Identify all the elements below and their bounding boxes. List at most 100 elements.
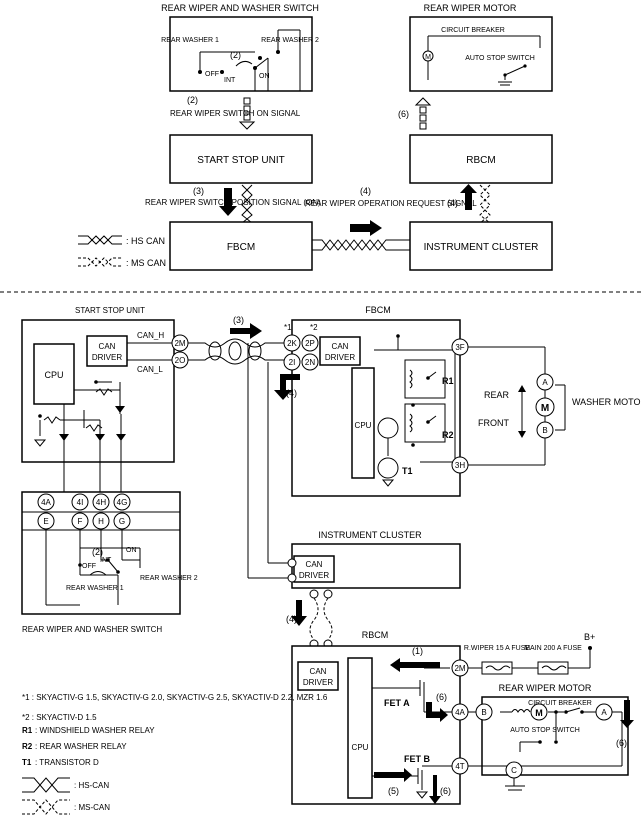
note-t1-key: T1	[22, 758, 32, 767]
switch-step2: (2)	[92, 547, 103, 557]
fuse-circuit	[468, 646, 592, 675]
top-motor-step6: (6)	[398, 109, 409, 119]
note-ms-can: : MS-CAN	[74, 803, 110, 812]
top-start-stop-box	[169, 134, 313, 184]
top-step4: (4)	[360, 186, 371, 196]
washer-rear-label: REAR	[484, 390, 510, 400]
fbcm-relay-circuit	[374, 334, 456, 487]
washer-front-label: FRONT	[478, 418, 509, 428]
rbcm-fet-a-label: FET A	[384, 698, 410, 708]
svg-text:M: M	[425, 54, 431, 61]
ssu-can-l: CAN_L	[137, 365, 163, 374]
ic-can-driver-label: CAN	[306, 560, 323, 569]
top-switch-on-signal: REAR WIPER SWITCH ON SIGNAL	[170, 109, 301, 118]
pin-4a-switch	[37, 493, 55, 511]
pin-3h-label: 3H	[455, 461, 465, 470]
rbcm-cpu-label: CPU	[352, 743, 369, 752]
top-rear-motor-box	[409, 16, 553, 92]
washer-pin-b	[536, 421, 554, 439]
rwm-title: REAR WIPER MOTOR	[499, 683, 592, 693]
pin-4i	[71, 493, 89, 511]
ic-title: INSTRUMENT CLUSTER	[318, 530, 422, 540]
rbcm-can-driver-label-2: DRIVER	[303, 678, 333, 687]
rbcm-cpu	[347, 657, 373, 799]
note-r1: : WINDSHIELD WASHER RELAY	[35, 726, 155, 735]
pin-4h	[92, 493, 110, 511]
bottom-step1-arrow	[390, 658, 440, 672]
ssu-can-driver	[86, 335, 128, 367]
ssu-can-driver-label: CAN	[99, 342, 116, 351]
bottom-step4-fbcm: (4)	[286, 388, 297, 398]
fbcm-t1: T1	[402, 466, 413, 476]
ssu-cpu-label: CPU	[44, 370, 63, 380]
switch-off: OFF	[82, 563, 96, 570]
bottom-step5: (5)	[388, 786, 399, 796]
note-star1: *1 : SKYACTIV-G 1.5, SKYACTIV-G 2.0, SKY…	[22, 693, 328, 702]
rbcm-title: RBCM	[362, 630, 389, 640]
ic-can-driver-label-2: DRIVER	[299, 571, 329, 580]
washer-motor-label: WASHER MOTOR	[572, 397, 641, 407]
fbcm-cpu-label: CPU	[355, 421, 372, 430]
top-step3-arrow	[219, 188, 237, 216]
pin-3f-label: 3F	[455, 343, 464, 352]
top-motor-signal-arrow	[414, 97, 432, 130]
top-rear-switch-box	[169, 16, 313, 92]
fbcm-can-driver-label-2: DRIVER	[325, 353, 355, 362]
pin-g-label: G	[119, 517, 125, 526]
top-switch-position-signal: REAR WIPER SWITCH POSITION SIGNAL (ON)	[145, 198, 321, 207]
top-fbcm-box	[169, 221, 313, 271]
note-star2: *2 : SKYACTIV-D 1.5	[22, 713, 97, 722]
top-off-label: OFF	[205, 71, 219, 78]
pin-4a-switch-label: 4A	[41, 498, 51, 507]
bottom-step6-rwm: (6)	[616, 738, 627, 748]
pin-2k	[283, 334, 301, 352]
pin-4g-label: 4G	[117, 498, 128, 507]
switch-rear-washer-1: REAR WASHER 1	[66, 585, 124, 592]
bottom-step4-rbcm: (4)	[286, 614, 297, 624]
fuse-rwiper-label: R.WIPER 15 A FUSE	[464, 645, 530, 652]
top-legend-hs	[78, 235, 122, 245]
pin-f-label: F	[78, 517, 83, 526]
top-ic-label: INSTRUMENT CLUSTER	[424, 242, 539, 253]
rwm-pin-a-label: A	[601, 708, 607, 717]
rwm-pin-c	[505, 761, 523, 779]
fbcm-can-driver	[319, 336, 361, 366]
switch-on: ON	[126, 547, 137, 554]
switch-rear-washer-2: REAR WASHER 2	[140, 575, 198, 582]
fbcm-cpu	[351, 367, 375, 479]
fuse-main-label: MAIN 200 A FUSE	[524, 645, 582, 652]
bottom-step6-b: (6)	[440, 786, 451, 796]
bottom-step3: (3)	[233, 315, 244, 325]
fbcm-star2: *2	[310, 323, 318, 332]
ic-pin-1	[287, 558, 297, 568]
ssu-internal-circuit	[33, 380, 126, 500]
ssu-cpu	[33, 343, 75, 405]
bottom-step6-arrow-a	[426, 702, 448, 722]
pin-e-label: E	[43, 517, 48, 526]
rwm-auto-stop: AUTO STOP SWITCH	[510, 727, 580, 734]
pin-4a-rbcm-label: 4A	[455, 708, 465, 717]
pin-4t-label: 4T	[455, 762, 464, 771]
top-rbcm-box	[409, 134, 553, 184]
pin-2i-label: 2I	[289, 358, 296, 367]
rwm-pin-c-label: C	[511, 766, 517, 775]
rwm-motor-m	[530, 703, 548, 721]
bottom-step5-arrow	[374, 768, 412, 782]
pin-2p-label: 2P	[305, 339, 315, 348]
top-switch-signal-arrow	[238, 97, 256, 130]
fbcm-title: FBCM	[365, 305, 391, 315]
rwm-motor-m-label: M	[535, 708, 543, 718]
bottom-step1: (1)	[412, 646, 423, 656]
rwm-circuit-breaker: CIRCUIT BREAKER	[528, 700, 592, 707]
pin-2i	[283, 353, 301, 371]
rwm-pin-b	[475, 703, 493, 721]
pin-2p	[301, 334, 319, 352]
pin-4g	[113, 493, 131, 511]
ssu-title: START STOP UNIT	[75, 306, 145, 315]
fbcm-r2: R2	[442, 430, 454, 440]
rwm-pin-b-label: B	[481, 708, 486, 717]
rear-motor-title: REAR WIPER MOTOR	[424, 3, 517, 13]
top-step2: (2)	[230, 50, 241, 60]
ssu-fbcm-hs-can	[188, 338, 290, 365]
